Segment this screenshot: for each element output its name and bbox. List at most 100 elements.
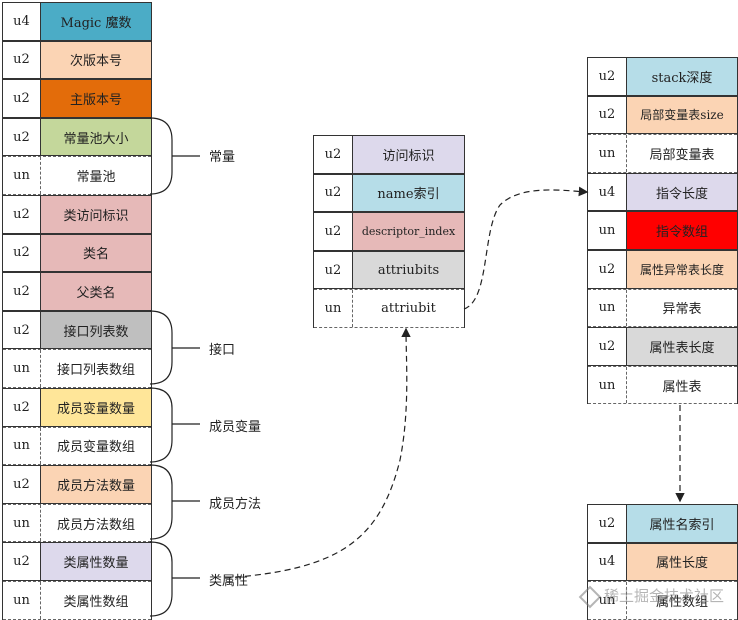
juejin-logo-icon [578, 585, 602, 608]
row-name: 成员方法数量 [41, 466, 151, 503]
brace-fields [149, 387, 200, 463]
row-type: u2 [3, 311, 41, 349]
row-type: u2 [3, 543, 41, 580]
row-type: u2 [314, 136, 353, 173]
row-type: u2 [314, 251, 353, 289]
row-name: name索引 [353, 174, 464, 212]
row-name: 属性异常表长度 [627, 251, 737, 288]
row-type: u2 [588, 328, 627, 365]
row-name: 访问标识 [353, 136, 464, 173]
row-type: u2 [588, 96, 627, 134]
row-name: 指令长度 [627, 173, 737, 211]
row-name: 常量池 [41, 157, 151, 194]
row-name: 类名 [41, 234, 151, 272]
row-name: 异常表 [627, 289, 737, 327]
row-type: u4 [3, 3, 41, 40]
row-type: u2 [3, 466, 41, 503]
group-label-methods: 成员方法 [209, 497, 262, 512]
brace-methods [149, 464, 200, 540]
row-name: 属性表长度 [627, 328, 737, 365]
row-name: 类访问标识 [41, 196, 151, 233]
watermark: 稀土掘金技术社区 [578, 585, 724, 608]
row-name: Magic 魔数 [41, 3, 151, 40]
group-label-attributes: 类属性 [209, 574, 249, 589]
row-type: u2 [314, 213, 353, 250]
row-type: u2 [588, 505, 627, 542]
row-name: attriubit [353, 290, 464, 327]
group-label-fields: 成员变量 [209, 420, 262, 435]
row-type: un [588, 582, 627, 619]
row-type: u2 [3, 41, 41, 79]
row-name: attriubits [353, 251, 464, 289]
brace-attributes [149, 541, 200, 617]
row-type: u2 [3, 196, 41, 233]
arrow-attribute-info-to-code [463, 186, 589, 310]
row-type: u2 [3, 80, 41, 117]
row-type: un [588, 289, 627, 327]
row-name: 属性表 [627, 366, 737, 404]
row-name: 接口列表数 [41, 311, 151, 349]
brace-interfaces [149, 310, 200, 385]
row-name: 指令数组 [627, 212, 737, 249]
row-name: 类属性数量 [41, 543, 151, 580]
row-type: un [3, 582, 41, 619]
row-type: u2 [588, 251, 627, 288]
row-name: 接口列表数组 [41, 350, 151, 387]
row-name: 属性名索引 [627, 505, 737, 542]
row-type: u2 [3, 273, 41, 310]
group-label-interfaces: 接口 [209, 343, 236, 358]
row-type: u2 [588, 58, 627, 95]
row-type: u2 [3, 389, 41, 426]
row-type: un [3, 504, 41, 542]
row-name: 次版本号 [41, 41, 151, 79]
row-name: 局部变量表 [627, 135, 737, 172]
row-name: stack深度 [627, 58, 737, 95]
row-name: 主版本号 [41, 80, 151, 117]
arrow-attributes-to-attribute-info [224, 327, 411, 579]
row-name: 成员方法数组 [41, 504, 151, 542]
row-name: 常量池大小 [41, 118, 151, 156]
brace-constants [149, 117, 200, 195]
row-name: 成员变量数量 [41, 389, 151, 426]
group-label-constants: 常量 [209, 150, 236, 165]
row-name: 属性长度 [627, 543, 737, 581]
row-type: u4 [588, 543, 627, 581]
row-type: un [314, 290, 353, 327]
row-type: un [588, 212, 627, 249]
row-type: un [3, 350, 41, 387]
row-name: 局部变量表size [627, 96, 737, 134]
row-name: 类属性数组 [41, 582, 151, 619]
row-name: 属性数组 [627, 582, 737, 619]
